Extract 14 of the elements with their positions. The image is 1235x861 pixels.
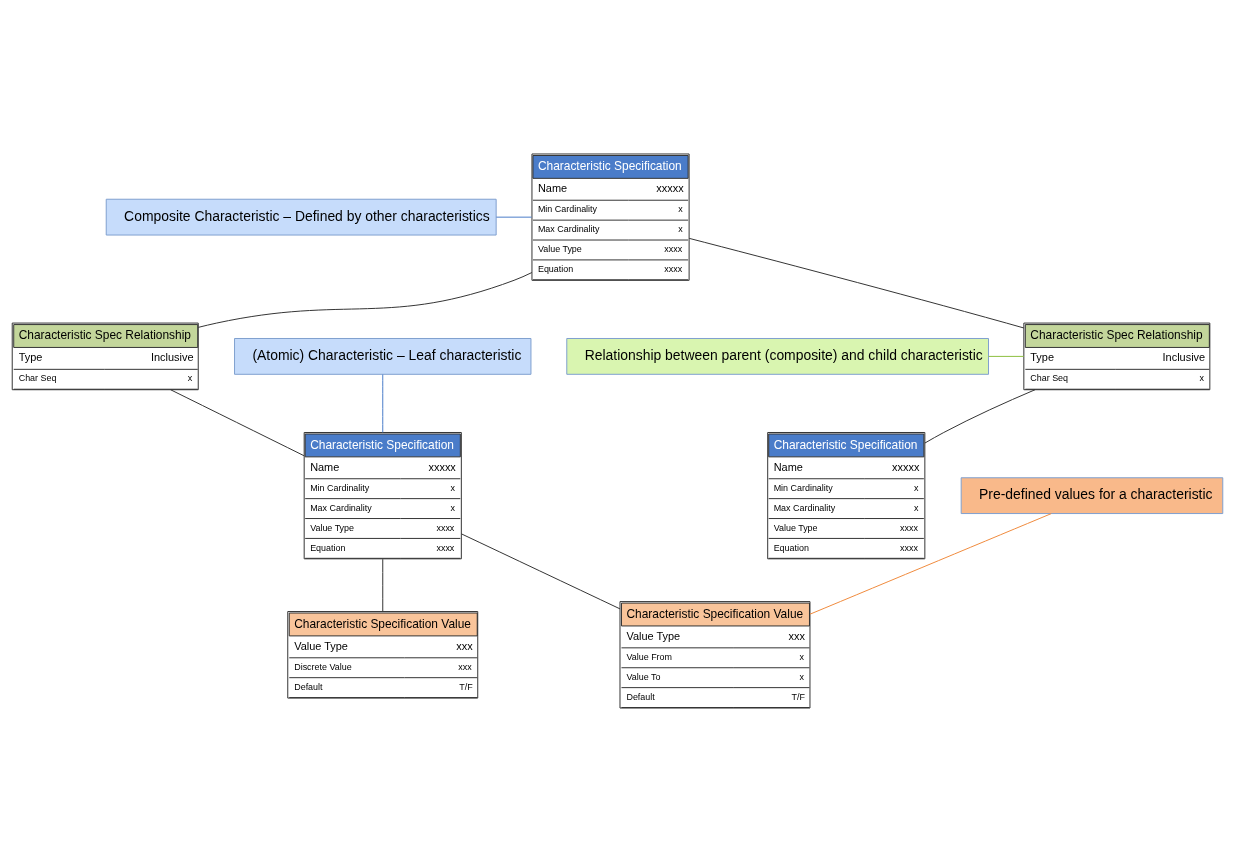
node-box: Relationship between parent (composite) and child characteristic: [566, 337, 989, 375]
connector: [461, 532, 621, 609]
connector: [382, 558, 384, 612]
connector: [170, 388, 305, 456]
connector: [495, 216, 533, 218]
connector: [382, 373, 384, 433]
connector: [197, 271, 533, 328]
node-box: (Atomic) Characteristic – Leaf characteristic: [234, 337, 532, 375]
node-box: Pre-defined values for a characteristic: [960, 476, 1224, 514]
connector: [688, 237, 1025, 328]
connector: [809, 512, 1052, 615]
connector: [924, 388, 1036, 444]
node-box: Composite Characteristic – Defined by other characteristics: [105, 198, 497, 236]
connector: [988, 355, 1025, 357]
